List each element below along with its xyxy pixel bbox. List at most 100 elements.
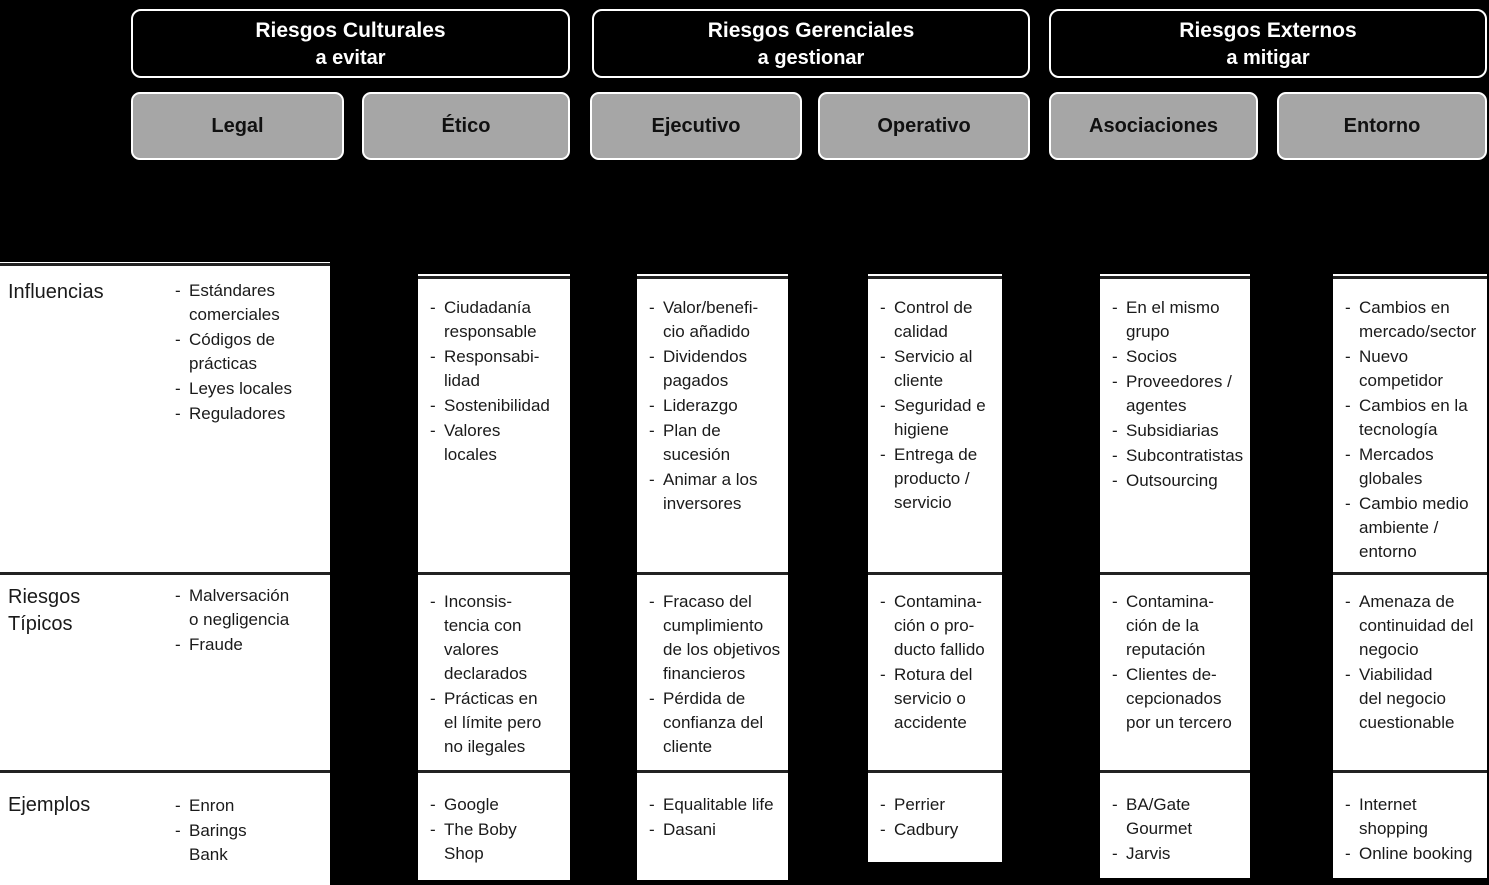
list-item: Animar a los inversores xyxy=(647,468,782,516)
left-panel-legal-column: Influencias Riesgos Típicos Ejemplos Est… xyxy=(0,262,330,885)
divider-line xyxy=(418,276,570,279)
list-item: Valor/benefi- cio añadido xyxy=(647,296,782,344)
list-item: Internet shopping xyxy=(1343,793,1481,841)
divider-line xyxy=(1100,770,1250,773)
list-item: Plan de sucesión xyxy=(647,419,782,467)
list-item: Outsourcing xyxy=(1110,469,1244,493)
row-label-riesgos-tipicos: Riesgos Típicos xyxy=(8,586,81,635)
category-box-etico: Ético xyxy=(362,92,570,160)
group-title: Riesgos Externos xyxy=(1179,18,1357,42)
divider-line xyxy=(868,770,1002,773)
list-item: Liderazgo xyxy=(647,394,782,418)
operativo-riesgos-list: Contamina- ción o pro- ducto fallidoRotu… xyxy=(868,575,1002,770)
row-label-influencias: Influencias xyxy=(8,281,104,303)
list-item: Subcontratistas xyxy=(1110,444,1244,468)
list-item: Inconsis- tencia con valores declarados xyxy=(428,590,564,686)
divider-line xyxy=(0,572,330,575)
list-item: The Boby Shop xyxy=(428,818,564,866)
list-item: Nuevo competidor xyxy=(1343,345,1481,393)
column-entorno: Cambios en mercado/sectorNuevo competido… xyxy=(1333,274,1487,878)
category-box-asociaciones: Asociaciones xyxy=(1049,92,1258,160)
list-item: Sostenibilidad xyxy=(428,394,564,418)
list-item: Socios xyxy=(1110,345,1244,369)
ejecutivo-influencias-list: Valor/benefi- cio añadidoDividendos paga… xyxy=(637,279,788,572)
list-item: Barings Bank xyxy=(173,819,329,867)
operativo-ejemplos-list: PerrierCadbury xyxy=(868,773,1002,862)
category-box-entorno: Entorno xyxy=(1277,92,1487,160)
list-item: Amenaza de continuidad del negocio xyxy=(1343,590,1481,662)
category-box-operativo: Operativo xyxy=(818,92,1030,160)
entorno-riesgos-list: Amenaza de continuidad del negocioViabil… xyxy=(1333,575,1487,770)
legal-influencias-list: Estándares comercialesCódigos de práctic… xyxy=(173,279,329,427)
list-item: Enron xyxy=(173,794,329,818)
list-item: Proveedores / agentes xyxy=(1110,370,1244,418)
list-item: Fracaso del cumplimiento de los objetivo… xyxy=(647,590,782,686)
list-item: Prácticas en el límite pero no ilegales xyxy=(428,687,564,759)
divider-line xyxy=(1333,572,1487,575)
group-subtitle: a evitar xyxy=(315,46,386,69)
divider-line xyxy=(1100,572,1250,575)
list-item: Subsidiarias xyxy=(1110,419,1244,443)
divider-line xyxy=(1333,770,1487,773)
list-item: Online booking xyxy=(1343,842,1481,866)
list-item: Malversación o negligencia xyxy=(173,584,329,632)
list-item: Jarvis xyxy=(1110,842,1244,866)
list-item: Rotura del servicio o accidente xyxy=(878,663,996,735)
list-item: Responsabi- lidad xyxy=(428,345,564,393)
group-title: Riesgos Culturales xyxy=(255,18,446,42)
list-item: En el mismo grupo xyxy=(1110,296,1244,344)
list-item: Ciudadanía responsable xyxy=(428,296,564,344)
divider-line xyxy=(418,572,570,575)
divider-line xyxy=(0,263,330,266)
asociaciones-influencias-list: En el mismo grupoSociosProveedores / age… xyxy=(1100,279,1250,572)
list-item: Entrega de producto / servicio xyxy=(878,443,996,515)
category-box-legal: Legal xyxy=(131,92,344,160)
column-ejecutivo: Valor/benefi- cio añadidoDividendos paga… xyxy=(637,274,788,880)
column-etico: Ciudadanía responsableResponsabi- lidadS… xyxy=(418,274,570,880)
list-item: Dasani xyxy=(647,818,782,842)
list-item: Seguridad e higiene xyxy=(878,394,996,442)
list-item: Dividendos pagados xyxy=(647,345,782,393)
entorno-influencias-list: Cambios en mercado/sectorNuevo competido… xyxy=(1333,279,1487,572)
list-item: Contamina- ción o pro- ducto fallido xyxy=(878,590,996,662)
group-title: Riesgos Gerenciales xyxy=(707,18,915,42)
asociaciones-riesgos-list: Contamina- ción de la reputaciónClientes… xyxy=(1100,575,1250,770)
list-item: BA/Gate Gourmet xyxy=(1110,793,1244,841)
divider-line xyxy=(637,770,788,773)
list-item: Control de calidad xyxy=(878,296,996,344)
list-item: Cambios en mercado/sector xyxy=(1343,296,1481,344)
group-header-riesgos-externos: Riesgos Externos a mitigar xyxy=(1049,9,1487,78)
divider-line xyxy=(1100,276,1250,279)
legal-ejemplos-list: EnronBarings Bank xyxy=(173,794,329,868)
category-box-ejecutivo: Ejecutivo xyxy=(590,92,802,160)
group-header-riesgos-culturales: Riesgos Culturales a evitar xyxy=(131,9,570,78)
column-operativo: Control de calidadServicio al clienteSeg… xyxy=(868,274,1002,862)
list-item: Estándares comerciales xyxy=(173,279,329,327)
list-item: Contamina- ción de la reputación xyxy=(1110,590,1244,662)
column-asociaciones: En el mismo grupoSociosProveedores / age… xyxy=(1100,274,1250,878)
divider-line xyxy=(637,572,788,575)
divider-line xyxy=(637,276,788,279)
entorno-ejemplos-list: Internet shoppingOnline booking xyxy=(1333,773,1487,878)
group-header-riesgos-gerenciales: Riesgos Gerenciales a gestionar xyxy=(592,9,1030,78)
etico-ejemplos-list: GoogleThe Boby Shop xyxy=(418,773,570,880)
list-item: Servicio al cliente xyxy=(878,345,996,393)
list-item: Mercados globales xyxy=(1343,443,1481,491)
list-item: Clientes de- cepcionados por un tercero xyxy=(1110,663,1244,735)
list-item: Cadbury xyxy=(878,818,996,842)
list-item: Cambios en la tecnología xyxy=(1343,394,1481,442)
list-item: Códigos de prácticas xyxy=(173,328,329,376)
row-label-ejemplos: Ejemplos xyxy=(8,794,91,816)
group-subtitle: a gestionar xyxy=(757,46,865,69)
legal-riesgos-list: Malversación o negligenciaFraude xyxy=(173,584,329,658)
list-item: Fraude xyxy=(173,633,329,657)
ejecutivo-riesgos-list: Fracaso del cumplimiento de los objetivo… xyxy=(637,575,788,770)
divider-line xyxy=(418,770,570,773)
list-item: Cambio medio ambiente / entorno xyxy=(1343,492,1481,564)
list-item: Reguladores xyxy=(173,402,329,426)
etico-influencias-list: Ciudadanía responsableResponsabi- lidadS… xyxy=(418,279,570,572)
operativo-influencias-list: Control de calidadServicio al clienteSeg… xyxy=(868,279,1002,572)
group-subtitle: a mitigar xyxy=(1226,46,1310,69)
list-item: Viabilidad del negocio cuestionable xyxy=(1343,663,1481,735)
